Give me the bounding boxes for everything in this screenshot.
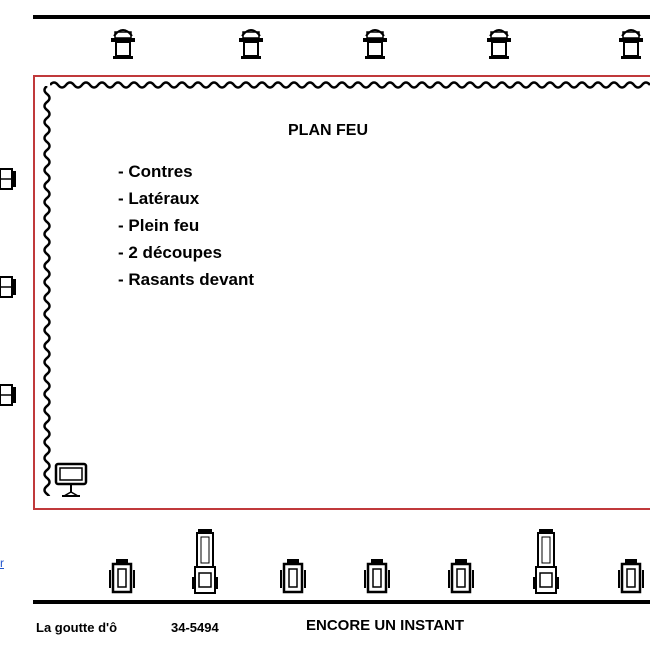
profile-spot-icon [533, 529, 559, 594]
spotlight-icon [619, 29, 643, 59]
side-light-icon [0, 276, 16, 298]
profile-spot-icon [192, 529, 218, 594]
stand-light-icon [54, 462, 88, 497]
footer-company: La goutte d'ô [36, 620, 118, 635]
footer-phone: 34-5494 [171, 620, 219, 635]
spotlight-icon [239, 29, 263, 59]
spotlight-icon [363, 29, 387, 59]
floor-light-icon [109, 559, 135, 594]
stage-outline [33, 75, 650, 510]
plan-item-rasants: - Rasants devant [118, 270, 255, 289]
floor-light-icon [448, 559, 474, 594]
side-light-icon [0, 384, 16, 406]
edge-link[interactable]: r [0, 556, 4, 570]
plan-item-decoupes: - 2 découpes [118, 243, 222, 262]
footer-show-title: ENCORE UN INSTANT [306, 617, 465, 634]
plan-title: PLAN FEU [288, 122, 368, 139]
bottom-lighting-bar [33, 600, 650, 604]
plan-item-lateraux: - Latéraux [118, 189, 200, 208]
plan-item-contres: - Contres [118, 162, 193, 181]
top-lighting-bar [33, 15, 650, 19]
floor-light-icon [280, 559, 306, 594]
floor-light-icon [364, 559, 390, 594]
spotlight-icon [111, 29, 135, 59]
side-light-icon [0, 168, 16, 190]
plan-item-plein-feu: - Plein feu [118, 216, 200, 235]
spotlight-icon [487, 29, 511, 59]
floor-light-icon [618, 559, 644, 594]
side-curtain [43, 86, 51, 496]
back-curtain [50, 81, 650, 89]
plan-list: - Contres - Latéraux - Plein feu - 2 déc… [118, 158, 254, 293]
